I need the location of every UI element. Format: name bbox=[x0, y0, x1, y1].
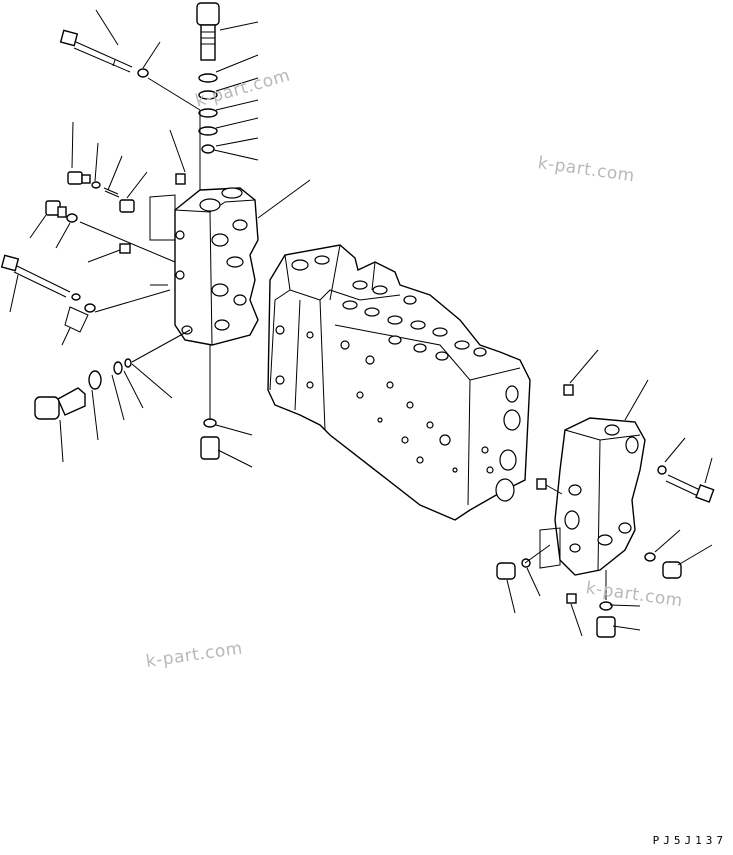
left-valve-body bbox=[149, 187, 259, 346]
left-leader-lines bbox=[9, 9, 311, 468]
right-pin bbox=[536, 478, 547, 490]
right-plug-right bbox=[662, 561, 682, 579]
right-fitting-bottom bbox=[596, 616, 616, 638]
right-end-section bbox=[496, 349, 715, 638]
main-valve-block bbox=[267, 244, 531, 521]
drawing-code: PJ5J137 bbox=[652, 834, 727, 847]
o-ring-stack bbox=[198, 73, 218, 154]
top-plug-part bbox=[196, 2, 220, 61]
washer-top bbox=[137, 68, 149, 78]
right-plug-left bbox=[496, 562, 516, 580]
right-bolt bbox=[665, 474, 715, 503]
long-bolt-top bbox=[59, 29, 133, 73]
right-washer bbox=[657, 465, 667, 475]
left-small-parts bbox=[0, 171, 220, 460]
left-valve-assembly bbox=[0, 2, 311, 468]
right-plug-top bbox=[563, 384, 574, 396]
